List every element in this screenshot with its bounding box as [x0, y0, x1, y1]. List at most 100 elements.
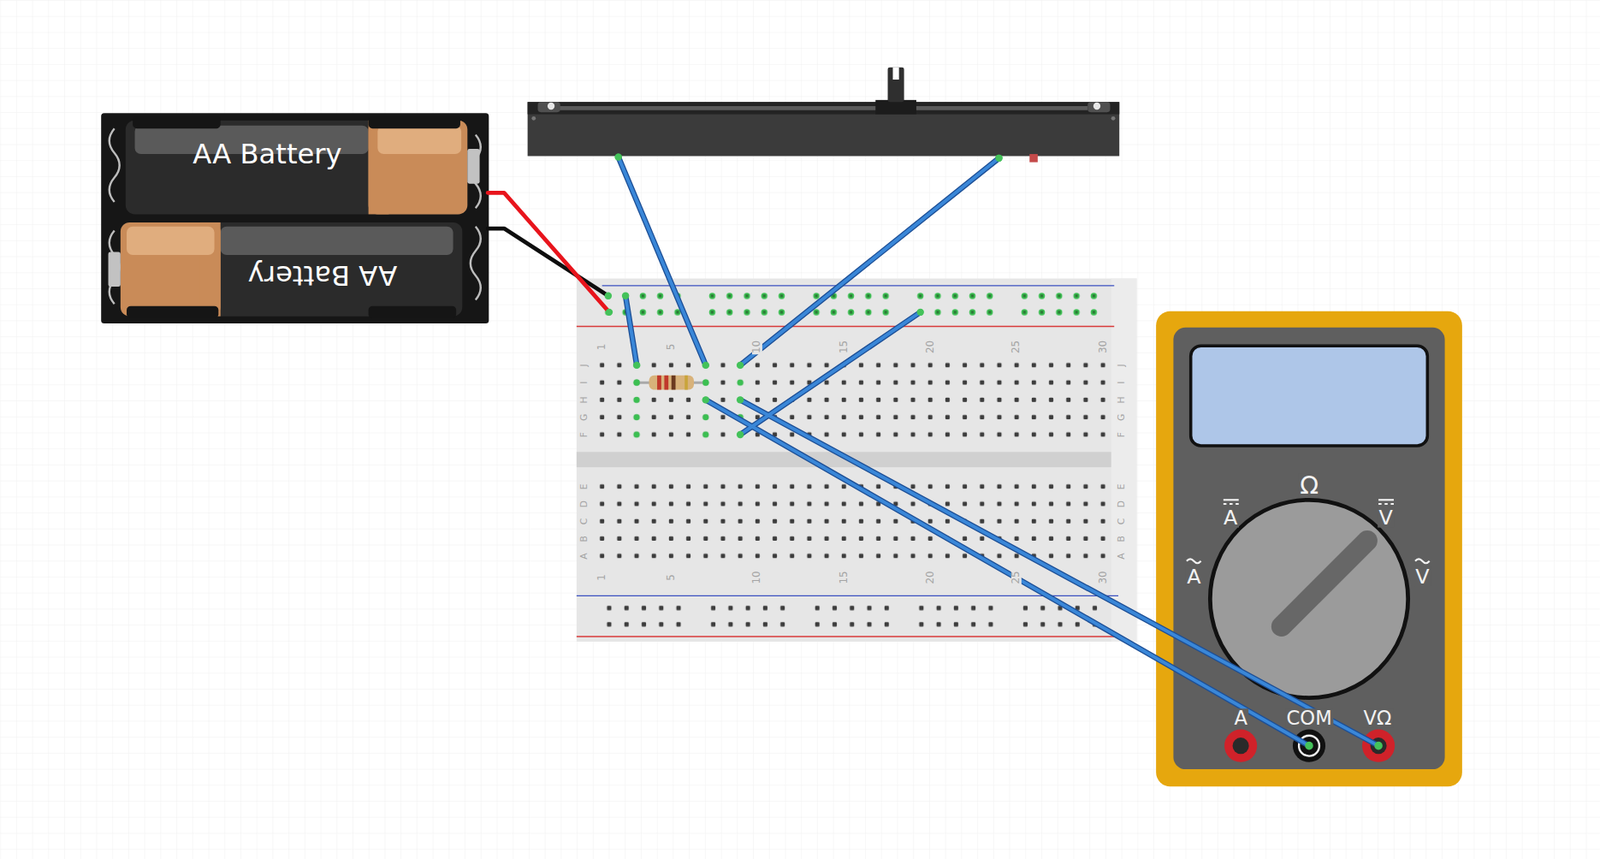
slide-potentiometer-part — [615, 153, 623, 160]
slide-potentiometer-part — [888, 67, 905, 103]
breadboard-row-letter: A — [580, 551, 590, 561]
breadboard-part — [593, 356, 1113, 444]
jumper-wires — [487, 153, 1383, 750]
breadboard-part — [576, 635, 1115, 637]
breadboard-row-letter: D — [1116, 499, 1126, 510]
jumper-wires-part-part — [740, 158, 999, 366]
jumper-wires-part-part — [605, 308, 613, 316]
resistor-symbol-part — [649, 375, 694, 391]
jumper-wires-part-part — [736, 396, 744, 403]
breadboard-column-number: 10 — [752, 339, 763, 356]
breadboard-part — [600, 599, 688, 633]
dial-mode-label: A — [1222, 507, 1239, 528]
jumper-wires-part-part — [625, 296, 637, 366]
multimeter-part — [1191, 345, 1429, 446]
terminal-label: A — [1232, 708, 1249, 729]
breadboard-row-letter: C — [1116, 516, 1126, 526]
slide-potentiometer-part — [547, 102, 555, 110]
breadboard-row-letter: I — [580, 379, 590, 386]
jumper-wires-part-part — [736, 361, 744, 369]
resistor-symbol — [634, 375, 710, 391]
breadboard-row-letter: H — [1116, 395, 1126, 404]
breadboard-column-number: 1 — [597, 342, 608, 351]
slide-potentiometer-part — [1111, 116, 1116, 121]
multimeter-part — [1173, 327, 1445, 770]
breadboard-column-number: 15 — [838, 569, 849, 586]
slide-potentiometer-part — [1093, 102, 1101, 110]
breadboard-column-number: 30 — [1097, 569, 1109, 586]
jumper-wires-part-part — [736, 431, 744, 439]
battery-holder — [100, 112, 489, 324]
multimeter-part — [1415, 558, 1430, 563]
breadboard-column-number: 25 — [1011, 569, 1022, 586]
slide-potentiometer-part — [893, 67, 900, 80]
multimeter-part — [1232, 737, 1250, 754]
breadboard-part — [808, 599, 895, 633]
breadboard-row-letter: J — [580, 362, 590, 368]
breadboard-row-letter: A — [1116, 551, 1126, 561]
jumper-wires-part-part — [604, 292, 612, 300]
jumper-wires-part-part — [633, 361, 640, 369]
jumper-wires-part — [487, 192, 610, 313]
breadboard-part — [705, 599, 792, 633]
breadboard-column-number: 10 — [752, 569, 763, 586]
slide-potentiometer-part — [527, 101, 1120, 156]
multimeter-part — [1378, 498, 1394, 501]
multimeter-part — [1224, 729, 1257, 763]
breadboard-column-number: 15 — [838, 339, 849, 356]
battery-holder-part — [126, 306, 219, 319]
battery-holder-part — [132, 116, 221, 129]
battery-holder-part — [368, 116, 461, 129]
multimeter-part — [1281, 540, 1368, 627]
terminal-label: COM — [1285, 708, 1334, 729]
jumper-wires-part-part — [702, 361, 710, 369]
jumper-wires-part-part — [622, 292, 629, 300]
battery-holder-part — [126, 226, 215, 255]
jumper-wires-part-part — [995, 154, 1002, 162]
jumper-wires-part-part — [618, 157, 706, 366]
breadboard-row-letter: J — [1116, 362, 1126, 368]
battery-holder-part — [100, 112, 489, 324]
breadboard-row-letter: B — [1116, 534, 1126, 544]
jumper-wires-part — [618, 157, 1379, 747]
resistor-symbol-part — [663, 375, 669, 391]
multimeter-part — [1292, 729, 1326, 763]
resistor-symbol-part — [657, 375, 662, 391]
dial-mode-label: A — [1185, 566, 1203, 587]
breadboard-column-number: 1 — [597, 573, 608, 582]
breadboard-column-number: 20 — [924, 569, 936, 586]
battery-cell: AA Battery — [208, 252, 436, 300]
breadboard-row-letter: F — [580, 431, 590, 439]
jumper-wires-part-part — [705, 399, 1310, 746]
breadboard-part — [912, 599, 1000, 633]
battery-holder-part — [368, 306, 457, 319]
breadboard-row-letter: I — [1116, 379, 1126, 386]
breadboard-part — [697, 356, 715, 444]
jumper-wires-part — [487, 228, 609, 297]
jumper-wires-part-part — [625, 296, 637, 366]
battery-holder-part — [220, 226, 454, 255]
multimeter-part — [1223, 498, 1239, 501]
multimeter-part — [1378, 503, 1394, 505]
jumper-wires-part-part — [740, 399, 1379, 746]
resistor-symbol-part — [702, 379, 709, 386]
breadboard-row-letter: D — [580, 499, 590, 510]
breadboard-column-number: 20 — [924, 339, 936, 356]
breadboard-row-letter: G — [580, 412, 590, 422]
battery-label: AA Battery — [192, 138, 342, 169]
breadboard-part — [1015, 287, 1103, 320]
slide-potentiometer-part — [875, 100, 917, 115]
jumper-wires-part-part — [705, 399, 1310, 746]
slide-potentiometer-part — [1087, 101, 1110, 113]
jumper-wires-part-part — [618, 157, 706, 366]
breadboard-column-number: 5 — [665, 342, 676, 351]
breadboard-row-letter: B — [580, 534, 590, 544]
battery-cell: AA Battery — [153, 130, 382, 178]
terminal-label: VΩ — [1362, 708, 1393, 729]
jumper-wires-part-part — [917, 308, 925, 316]
breadboard-row-letter: H — [580, 395, 590, 404]
breadboard-column-number: 25 — [1011, 339, 1022, 356]
breadboard-part — [912, 287, 999, 320]
